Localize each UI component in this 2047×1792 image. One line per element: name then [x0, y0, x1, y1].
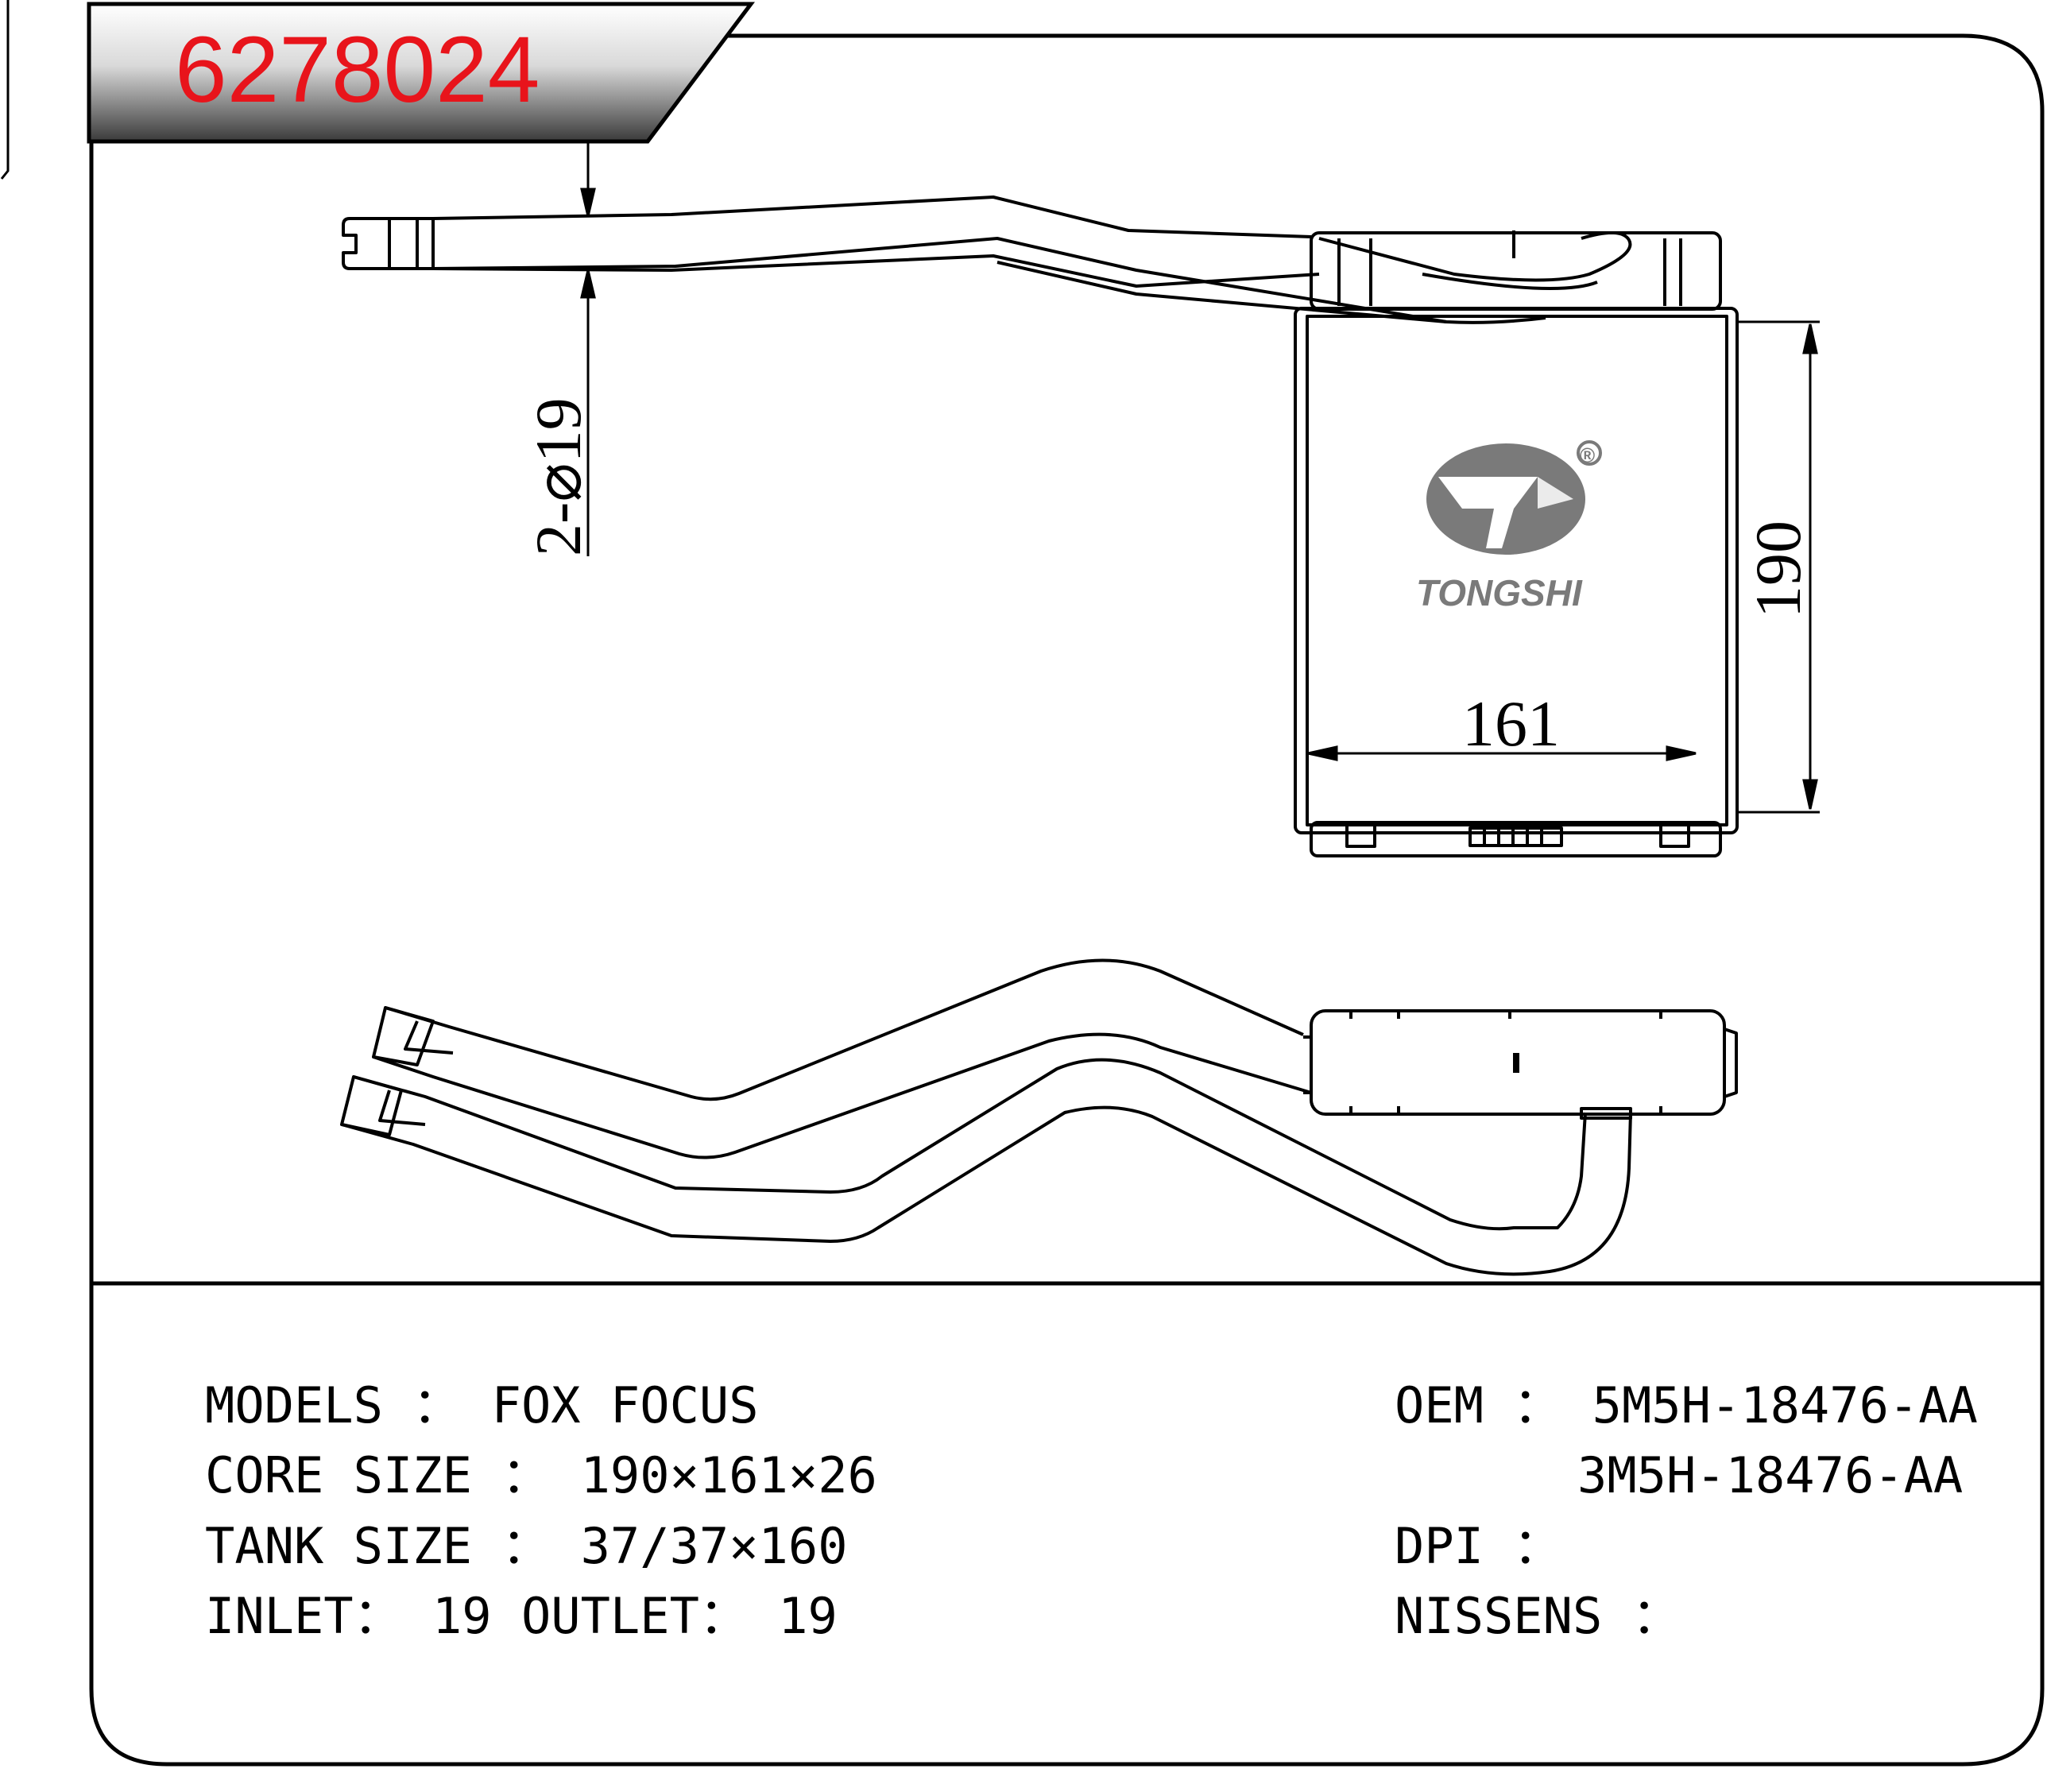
side-view: [340, 958, 1738, 1276]
spec-dpi: DPI ：: [1395, 1517, 1562, 1575]
side-tank: [1310, 1009, 1726, 1116]
pipe-diameter-label: 2-⌀19: [522, 397, 594, 556]
pipe-loop: [1318, 230, 1632, 282]
pipe-diameter-dimension: [580, 141, 596, 556]
width-dimension: [1307, 745, 1697, 761]
pipe-end-fitting: [342, 217, 435, 270]
core-outer: [1294, 307, 1739, 834]
outer-frame: [89, 33, 2045, 1767]
core-inner: [1306, 315, 1728, 826]
lower-pipe: [432, 237, 1546, 324]
drain-fins: [1468, 826, 1563, 847]
brand-logo: [1426, 440, 1602, 555]
width-label: 161: [1462, 687, 1560, 760]
spec-models: MODELS ： FOX FOCUS: [205, 1376, 759, 1434]
spec-nissens: NISSENS ：: [1395, 1587, 1681, 1645]
spec-tank-size: TANK SIZE ： 37/37×160: [205, 1517, 848, 1575]
spec-oem: OEM ： 5M5H-18476-AA: [1395, 1376, 1978, 1434]
header-tank: [1310, 231, 1722, 311]
registered-mark: ®: [1580, 443, 1595, 467]
height-dimension: [1737, 320, 1820, 814]
side-upper-pipe: [385, 958, 1304, 1101]
upper-pipe: [432, 195, 1312, 238]
side-lower-pipe: [353, 1058, 1587, 1231]
top-view: [342, 195, 1739, 857]
edge-mark: [0, 0, 10, 180]
height-label: 190: [1742, 521, 1814, 618]
spec-inlet-outlet: INLET： 19 OUTLET： 19: [205, 1587, 838, 1645]
spec-core-size: CORE SIZE ： 190×161×26: [205, 1446, 877, 1504]
bottom-tank: [1310, 821, 1722, 857]
part-number: 6278024: [175, 17, 540, 122]
brand-name: TONGSHI: [1416, 572, 1583, 613]
spec-oem-alt: 3M5H-18476-AA: [1577, 1446, 1963, 1504]
part-number-banner: [87, 2, 756, 144]
